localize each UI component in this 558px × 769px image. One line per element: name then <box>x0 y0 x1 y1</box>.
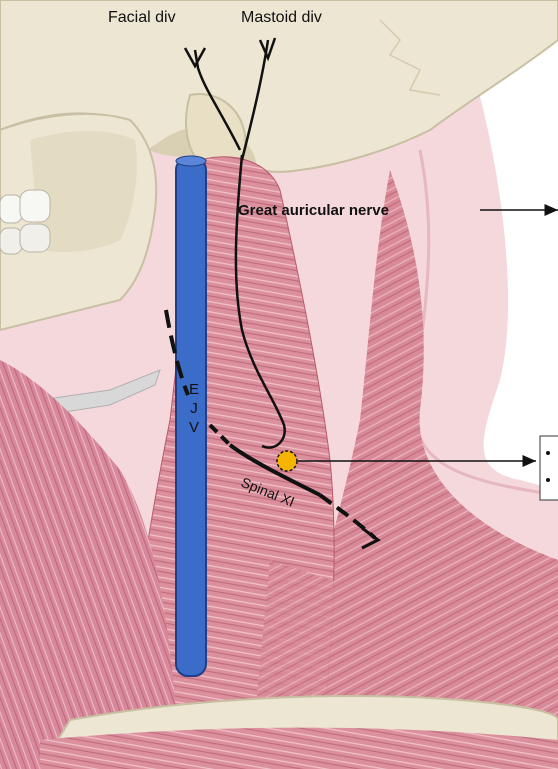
landmark-marker <box>277 451 297 471</box>
label-facial-div: Facial div <box>108 9 176 26</box>
callout-box <box>540 436 558 500</box>
label-mastoid-div: Mastoid div <box>241 9 322 26</box>
label-ejv-v: V <box>189 419 199 436</box>
callout-bullet-2 <box>546 478 550 482</box>
label-great-auricular: Great auricular nerve <box>238 202 389 219</box>
callout-bullet-1 <box>546 451 550 455</box>
clavicle-muscle <box>40 728 558 769</box>
label-ejv-e: E <box>189 381 199 398</box>
label-ejv-j: J <box>190 400 198 417</box>
external-jugular-vein <box>176 158 206 676</box>
